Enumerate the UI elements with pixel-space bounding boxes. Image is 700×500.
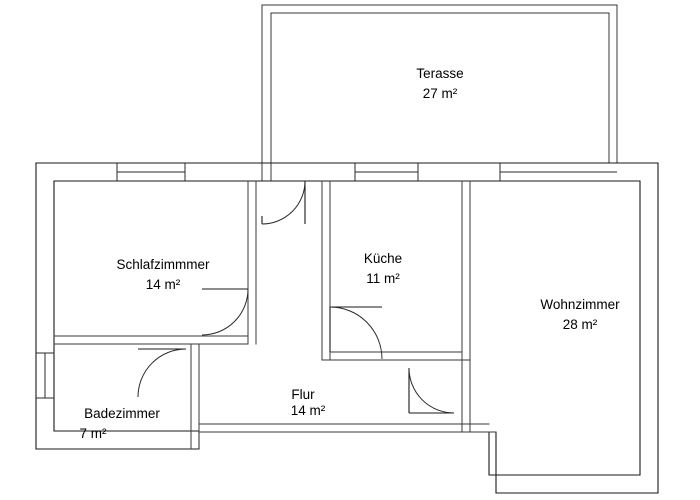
door-leaf (261, 181, 306, 224)
terrace-wall-segment (261, 4, 618, 164)
room-label-badezimmer: Badezimmer 7 m² (80, 406, 161, 441)
outer-wall-segment (53, 180, 200, 432)
door-swing-arc (137, 348, 187, 398)
room-name-schlafzimmer: Schlafzimmmer (116, 257, 210, 272)
door-swing-arc (408, 367, 455, 414)
door-swing-arc (201, 288, 249, 336)
door-badezimmer (137, 348, 187, 398)
room-area-kueche: 11 m² (366, 271, 400, 286)
door-swing-arc (329, 306, 383, 360)
room-label-wohnzimmer: Wohnzimmer 28 m² (540, 297, 620, 332)
room-label-kueche: Küche 11 m² (364, 251, 402, 286)
window-openings (36, 163, 617, 399)
outer-wall-segment (35, 162, 200, 450)
door-leaf (408, 368, 454, 414)
outer-wall-segment (53, 180, 641, 476)
room-area-terasse: 27 m² (423, 86, 458, 101)
room-name-flur: Flur (291, 387, 315, 402)
room-label-schlafzimmer: Schlafzimmmer 14 m² (116, 257, 210, 292)
door-schlafzimmer (201, 288, 249, 336)
room-area-wohnzimmer: 28 m² (563, 317, 598, 332)
room-name-kueche: Küche (364, 251, 402, 266)
door-flur-wohnzimmer (408, 367, 455, 414)
door-schlafzimmer-flur-top (261, 180, 306, 225)
room-area-schlafzimmer: 14 m² (146, 277, 181, 292)
room-labels: Terasse 27 m² Schlafzimmmer 14 m² Küche 11 m²… (80, 66, 621, 441)
interior-partition-walls (53, 180, 497, 450)
terrace-outline (261, 4, 618, 182)
door-swings (137, 180, 455, 414)
room-name-wohnzimmer: Wohnzimmer (540, 297, 620, 312)
room-area-flur: 14 m² (291, 403, 326, 418)
room-name-badezimmer: Badezimmer (84, 406, 160, 421)
door-swing-arc (261, 180, 306, 225)
terrace-wall-segment (270, 12, 610, 164)
door-kueche (329, 306, 383, 360)
room-label-terasse: Terasse 27 m² (416, 66, 463, 101)
room-area-badezimmer: 7 m² (80, 426, 108, 441)
door-leaf (329, 306, 382, 352)
room-name-terasse: Terasse (416, 66, 463, 81)
